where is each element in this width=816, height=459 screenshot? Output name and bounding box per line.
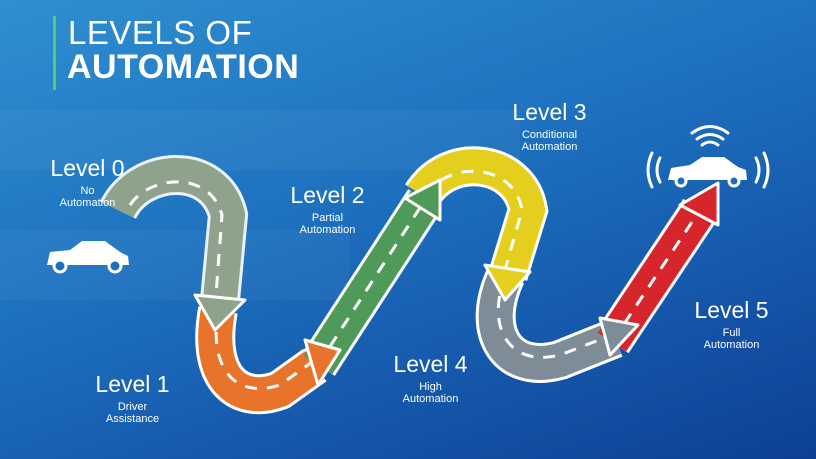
level-desc: Assistance xyxy=(105,413,160,425)
arrow-head-level-2 xyxy=(403,178,442,222)
arrow-head-level-4 xyxy=(598,316,640,357)
level-4-label: Level 4 High Automation xyxy=(383,351,478,405)
level-desc: Full xyxy=(722,327,741,339)
level-5-label: Level 5 Full Automation xyxy=(684,297,779,351)
title-accent-bar xyxy=(53,16,56,90)
level-desc: No xyxy=(80,185,95,197)
lane-markings xyxy=(128,169,702,390)
level-heading: Level 2 xyxy=(290,182,365,208)
arrow-head-level-5 xyxy=(678,181,720,227)
car-icon xyxy=(47,241,129,274)
level-desc: Automation xyxy=(521,141,578,153)
level-heading: Level 4 xyxy=(393,351,468,377)
level-3-label: Level 3 Conditional Automation xyxy=(497,99,602,153)
level-desc: Automation xyxy=(59,197,116,209)
wireless-signal-icon xyxy=(646,125,770,189)
level-desc: Partial xyxy=(311,212,344,224)
level-1-label: Level 1 Driver Assistance xyxy=(85,371,180,425)
arrow-head-level-0 xyxy=(193,293,247,332)
level-desc: High xyxy=(419,381,442,393)
title-line-2: AUTOMATION xyxy=(67,48,300,86)
level-desc: Automation xyxy=(299,224,356,236)
road-level-3 xyxy=(407,149,546,280)
road-level-0 xyxy=(102,158,246,302)
arrow-head-level-1 xyxy=(303,338,342,387)
level-heading: Level 0 xyxy=(50,155,125,181)
level-desc: Conditional xyxy=(521,129,578,141)
title-line-1: LEVELS OF xyxy=(68,14,253,51)
connected-car-icon xyxy=(646,125,770,189)
level-heading: Level 3 xyxy=(512,99,587,125)
level-0-label: Level 0 No Automation xyxy=(40,155,135,209)
level-heading: Level 5 xyxy=(694,297,769,323)
level-desc: Driver xyxy=(117,401,148,413)
level-desc: Automation xyxy=(703,339,760,351)
level-desc: Automation xyxy=(402,393,459,405)
arrow-head-level-3 xyxy=(483,263,532,302)
level-2-label: Level 2 Partial Automation xyxy=(280,182,375,236)
level-heading: Level 1 xyxy=(95,371,170,397)
